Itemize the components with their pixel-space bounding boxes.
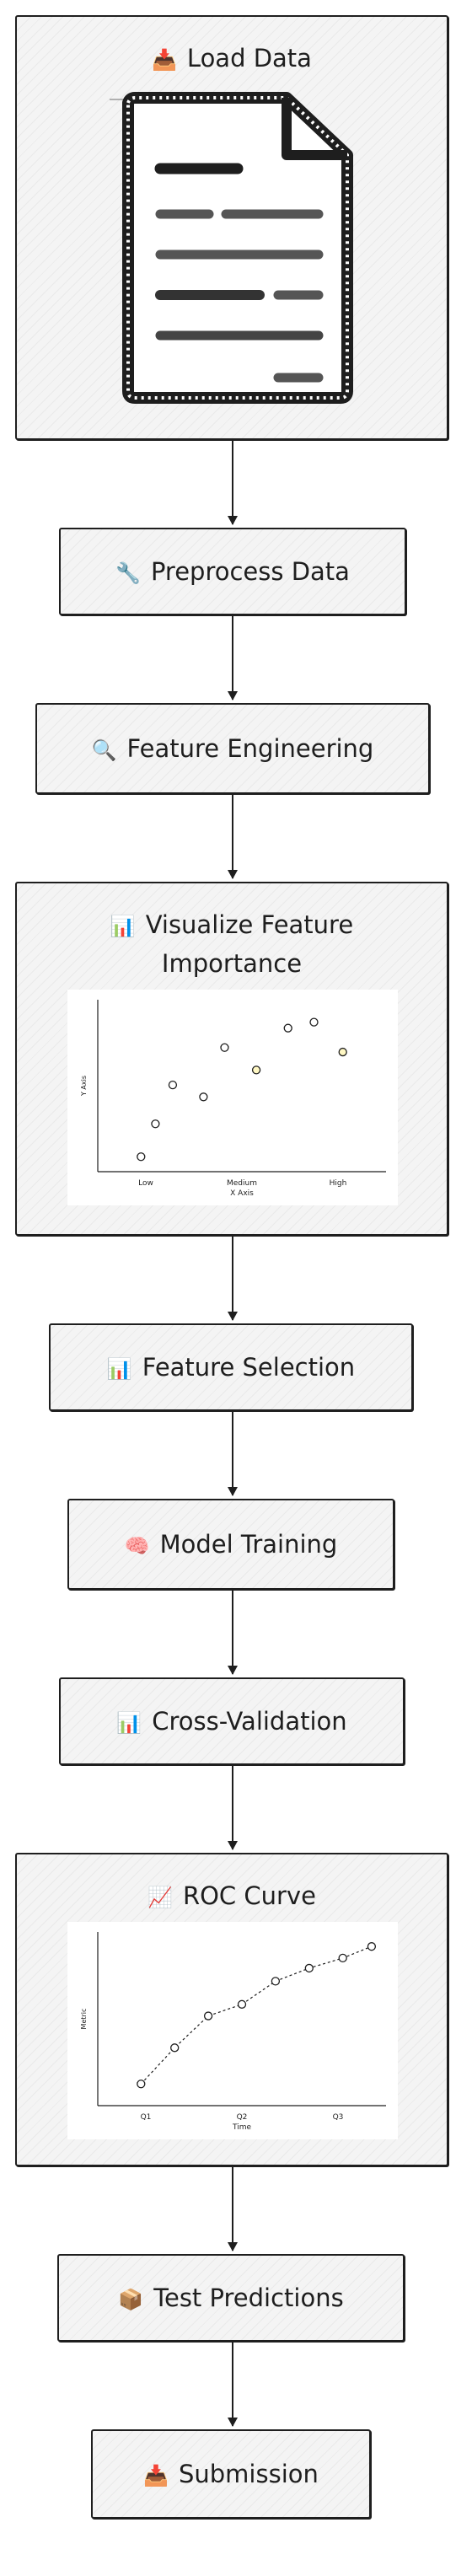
step-label: ROC Curve bbox=[182, 1881, 316, 1910]
data-point bbox=[338, 1047, 347, 1057]
step-model-training[interactable]: 🧠 Model Training bbox=[67, 1499, 394, 1590]
step-label: Test Predictions bbox=[153, 2284, 344, 2312]
data-point bbox=[309, 1017, 319, 1027]
x-tick-label: Q3 bbox=[333, 2113, 344, 2122]
x-tick-label: High bbox=[330, 1179, 347, 1188]
data-point bbox=[251, 1065, 261, 1075]
data-point bbox=[151, 1119, 160, 1129]
bar-chart-icon: 📊 bbox=[110, 915, 136, 938]
document-icon bbox=[110, 92, 353, 404]
x-tick-label: Medium bbox=[227, 1179, 257, 1188]
bar-chart-icon: 📊 bbox=[116, 1711, 142, 1735]
data-point bbox=[271, 1977, 281, 1986]
step-label-line2: Importance bbox=[161, 949, 303, 978]
bar-chart-icon: 📊 bbox=[106, 1357, 132, 1381]
step-test-predictions[interactable]: 📦 Test Predictions bbox=[57, 2254, 405, 2342]
step-submission[interactable]: 📥 Submission bbox=[91, 2429, 371, 2519]
step-cross-validation[interactable]: 📊 Cross-Validation bbox=[59, 1677, 405, 1765]
feature-importance-chart: Low Medium High X Axis Y Axis bbox=[80, 1000, 386, 1198]
data-point bbox=[237, 1999, 247, 2009]
y-axis-label: Metric bbox=[80, 2009, 88, 2030]
series-line bbox=[140, 1945, 373, 2085]
data-point bbox=[137, 1152, 146, 1162]
package-icon: 📦 bbox=[118, 2288, 144, 2311]
data-point bbox=[203, 2011, 213, 2021]
x-tick-label: Q1 bbox=[141, 2113, 152, 2122]
step-label: Feature Selection bbox=[142, 1353, 356, 1382]
step-preprocess-data[interactable]: 🔧 Preprocess Data bbox=[59, 528, 406, 615]
data-point bbox=[367, 1942, 377, 1951]
step-feature-selection[interactable]: 📊 Feature Selection bbox=[49, 1323, 413, 1411]
inbox-tray-icon: 📥 bbox=[152, 48, 177, 72]
data-point bbox=[283, 1023, 292, 1033]
step-load-data[interactable]: 📥 Load Data bbox=[15, 15, 448, 440]
chart-panel: Low Medium High X Axis Y Axis bbox=[67, 990, 398, 1205]
step-label: Cross-Validation bbox=[152, 1707, 347, 1736]
step-label: Load Data bbox=[186, 44, 312, 72]
x-tick-label: Low bbox=[138, 1179, 153, 1188]
step-label-line1: Visualize Feature bbox=[145, 910, 354, 939]
x-tick-label: Q2 bbox=[237, 2113, 248, 2122]
brain-icon: 🧠 bbox=[124, 1534, 150, 1558]
data-point bbox=[137, 2080, 146, 2089]
data-point bbox=[220, 1043, 229, 1052]
inbox-tray-icon: 📥 bbox=[143, 2464, 169, 2487]
data-point bbox=[170, 2043, 180, 2053]
x-axis-label: Time bbox=[232, 2123, 251, 2132]
wrench-icon: 🔧 bbox=[115, 561, 141, 585]
y-axis-label: Y Axis bbox=[80, 1076, 88, 1097]
data-point bbox=[304, 1963, 314, 1973]
chart-increasing-icon: 📈 bbox=[148, 1886, 173, 1909]
x-axis-label: X Axis bbox=[230, 1189, 254, 1198]
step-label: Preprocess Data bbox=[150, 557, 350, 586]
data-point bbox=[199, 1092, 208, 1102]
data-point bbox=[168, 1080, 178, 1090]
data-point bbox=[338, 1953, 347, 1963]
step-visualize-feature-importance[interactable]: 📊 Visualize Feature Importance Low Medium H… bbox=[15, 882, 448, 1236]
step-label: Feature Engineering bbox=[126, 734, 374, 763]
magnifying-glass-icon: 🔍 bbox=[91, 738, 117, 762]
step-label: Submission bbox=[178, 2460, 319, 2488]
step-feature-engineering[interactable]: 🔍 Feature Engineering bbox=[35, 703, 430, 794]
step-label: Model Training bbox=[159, 1530, 338, 1559]
